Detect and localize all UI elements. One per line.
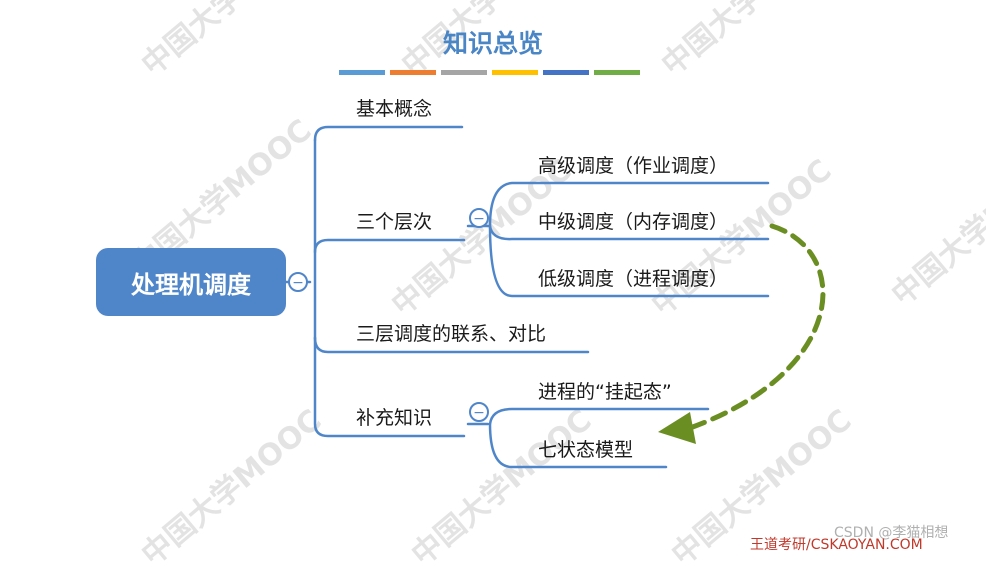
root-node-label: 处理机调度 bbox=[131, 270, 251, 299]
connector-line bbox=[313, 336, 466, 438]
title-bar-segment bbox=[543, 70, 589, 75]
collapse-button[interactable]: − bbox=[469, 208, 489, 228]
leaf-suspended-state[interactable]: 进程的“挂起态” bbox=[538, 381, 672, 403]
collapse-button-circle[interactable] bbox=[469, 208, 489, 228]
csdn-credit: CSDN @李猫相想 bbox=[834, 525, 949, 541]
leaf-mid-level-scheduling[interactable]: 中级调度（内存调度） bbox=[538, 211, 729, 233]
title-bar-segment bbox=[492, 70, 538, 75]
title-color-bar bbox=[339, 70, 640, 75]
connector-line bbox=[313, 238, 466, 254]
branch-three-levels[interactable]: 三个层次 bbox=[356, 211, 433, 233]
title-bar-segment bbox=[339, 70, 385, 75]
connector-line bbox=[488, 407, 710, 426]
mindmap-canvas: − − − bbox=[284, 70, 826, 469]
leaf-seven-state-model[interactable]: 七状态模型 bbox=[538, 439, 634, 461]
collapse-button-circle[interactable] bbox=[288, 272, 308, 292]
title-bar-segment bbox=[441, 70, 487, 75]
title-bar-segment bbox=[390, 70, 436, 75]
connector-line bbox=[488, 224, 770, 298]
connector-line bbox=[488, 422, 668, 469]
connector-line bbox=[313, 125, 464, 142]
leaf-low-level-scheduling[interactable]: 低级调度（进程调度） bbox=[538, 268, 729, 290]
branch-basic-concepts[interactable]: 基本概念 bbox=[356, 98, 433, 120]
arrowhead-icon bbox=[658, 412, 696, 444]
branch-supplement[interactable]: 补充知识 bbox=[356, 407, 433, 429]
root-node[interactable]: 处理机调度 bbox=[96, 248, 286, 316]
collapse-button-circle[interactable] bbox=[469, 402, 489, 422]
arrow-curve bbox=[687, 223, 826, 431]
relation-arrow bbox=[658, 223, 826, 444]
collapse-icon[interactable]: − bbox=[292, 275, 304, 291]
page-title: 知识总览 bbox=[442, 29, 543, 58]
collapse-icon[interactable]: − bbox=[473, 405, 485, 421]
title-bar-segment bbox=[594, 70, 640, 75]
collapse-button[interactable]: − bbox=[469, 402, 489, 422]
collapse-button[interactable]: − bbox=[288, 272, 308, 292]
connector-line bbox=[488, 181, 770, 228]
brand-credit: 王道考研/CSKAOYAN.COM bbox=[750, 537, 923, 553]
leaf-high-level-scheduling[interactable]: 高级调度（作业调度） bbox=[538, 155, 729, 177]
branch-relation-compare[interactable]: 三层调度的联系、对比 bbox=[356, 323, 547, 345]
collapse-icon[interactable]: − bbox=[473, 211, 485, 227]
